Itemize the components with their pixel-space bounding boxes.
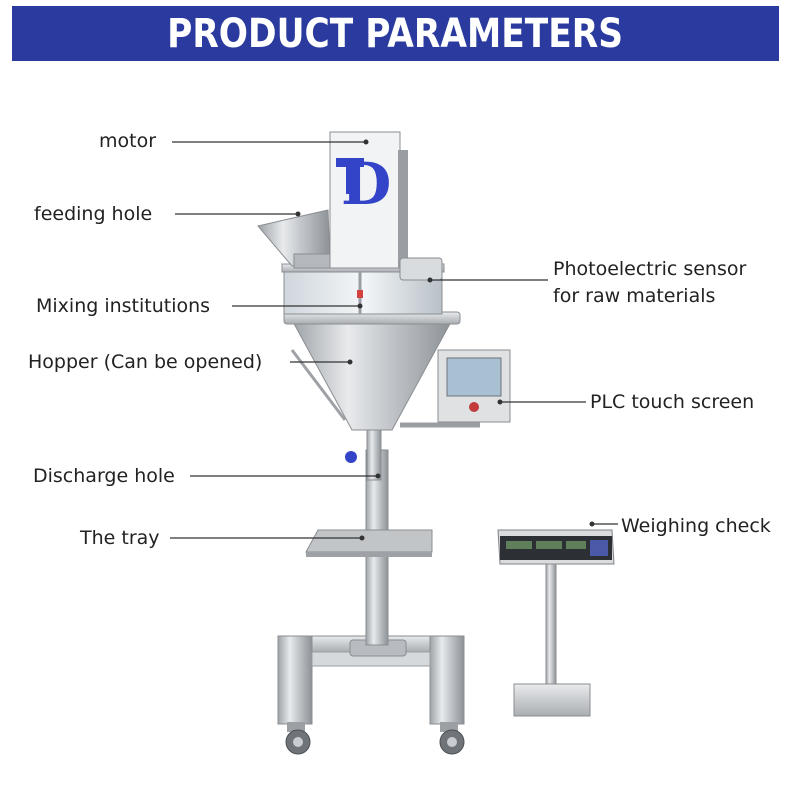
motor-housing: D [329,131,408,269]
label-plc-touch-screen: PLC touch screen [590,391,755,413]
label-mixing-institutions: Mixing institutions [36,295,211,317]
label-hopper: Hopper (Can be opened) [28,351,263,373]
leader-dots [295,139,595,541]
banner-title: PRODUCT PARAMETERS [167,10,624,57]
label-tray: The tray [80,527,160,549]
discharge-valve [345,451,357,463]
hopper [283,311,461,431]
photoelectric-sensor [399,257,443,281]
label-discharge-hole: Discharge hole [33,465,175,487]
label-photoelectric-line1: Photoelectric sensor [553,258,747,280]
tray [305,529,433,557]
label-weighing-check: Weighing check [621,515,771,537]
feeding-funnel [257,209,335,269]
label-motor: motor [99,130,157,152]
title-banner: PRODUCT PARAMETERS [12,6,779,61]
base-frame [277,635,465,725]
discharge-pipe [366,429,382,481]
leader-lines [170,141,618,539]
label-photoelectric-line2: for raw materials [553,285,716,307]
caster-wheels [285,722,465,755]
label-feeding-hole: feeding hole [34,203,153,225]
weighing-scale [497,529,615,717]
plc-panel [400,349,511,428]
